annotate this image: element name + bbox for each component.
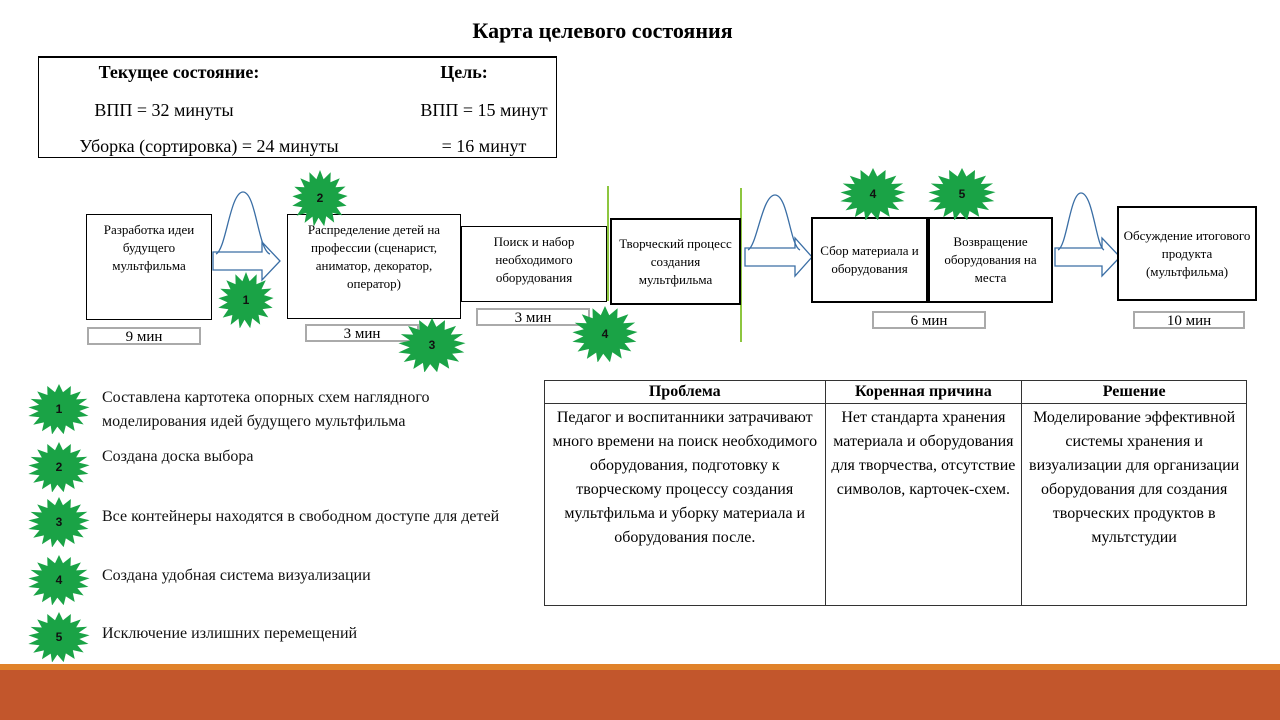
process-step-idea: Разработка идеи будущего мультфильма — [86, 214, 212, 320]
table-header-solution: Решение — [1021, 380, 1247, 404]
legend-item-text: Создана доска выбора — [102, 448, 254, 465]
improvement-star-icon: 5 — [928, 168, 996, 221]
flow-arrows — [212, 191, 1121, 282]
goal-vpp: ВПП = 15 минут — [420, 100, 548, 120]
process-step-search: Поиск и набор необходимого оборудования — [461, 226, 607, 302]
footer-accent-line — [0, 664, 1280, 670]
process-step-label: Поиск и набор необходимого оборудования — [493, 234, 575, 285]
state-summary-box: Текущее состояние: Цель: ВПП = 32 минуты… — [38, 56, 557, 158]
footer-bar — [0, 670, 1280, 720]
wait-curve-icon — [747, 194, 801, 251]
current-vpp: ВПП = 32 минуты — [94, 100, 234, 120]
improvement-star-icon: 3 — [398, 318, 466, 373]
legend-item-text: Все контейнеры находятся в свободном дос… — [102, 508, 500, 525]
legend-item-text: Составлена картотека опорных схем нагляд… — [102, 389, 430, 430]
page-title: Карта целевого состояния — [472, 18, 733, 43]
improvement-star-icon: 1 — [218, 272, 274, 329]
process-step-return: Возвращение оборудования на места — [928, 217, 1053, 303]
wait-curve-icon — [215, 191, 271, 255]
push-arrow-icon — [212, 240, 281, 282]
push-arrow-icon — [744, 236, 813, 278]
wait-curve-icon — [1057, 192, 1105, 251]
legend-star-icon: 1 — [28, 384, 90, 435]
divider-line — [607, 186, 609, 301]
solution-cell: Моделирование эффективной системы хранен… — [1021, 403, 1247, 606]
legend-star-icon: 4 — [28, 555, 90, 606]
table-header-cause: Коренная причина — [824, 380, 1023, 404]
legend-star-icon: 3 — [28, 497, 90, 548]
improvement-star-icon: 4 — [572, 306, 638, 363]
table-header-problem: Проблема — [544, 380, 826, 404]
process-step-label: Распределение детей на профессии (сценар… — [307, 222, 441, 291]
goal-cleanup: = 16 минут — [441, 136, 527, 156]
process-step-label: Разработка идеи будущего мультфильма — [103, 222, 195, 273]
time-label: 3 мин — [476, 308, 590, 326]
process-step-discussion: Обсуждение итогового продукта (мультфиль… — [1117, 206, 1257, 301]
process-step-label: Обсуждение итогового продукта (мультфиль… — [1123, 227, 1251, 279]
process-step-label: Сбор материала и оборудования — [820, 243, 919, 276]
improvement-star-icon: 2 — [292, 170, 348, 227]
process-step-label: Творческий процесс создания мультфильма — [619, 235, 732, 287]
table-row: Педагог и воспитанники затрачивают много… — [544, 403, 1247, 606]
problem-cell: Педагог и воспитанники затрачивают много… — [544, 403, 826, 606]
process-step-collect: Сбор материала и оборудования — [811, 217, 928, 303]
push-arrow-icon — [1054, 236, 1121, 278]
legend-item-text: Создана удобная система визуализации — [102, 567, 371, 584]
time-label: 10 мин — [1133, 311, 1245, 329]
process-step-label: Возвращение оборудования на места — [944, 234, 1037, 285]
current-state-header: Текущее состояние: — [98, 62, 260, 82]
time-label: 6 мин — [872, 311, 986, 329]
root-cause-table: Проблема Коренная причина Решение Педаго… — [544, 380, 1247, 606]
current-cleanup: Уборка (сортировка) = 24 минуты — [79, 136, 339, 156]
legend-star-icon: 5 — [28, 612, 90, 663]
legend-item-text: Исключение излишних перемещений — [102, 625, 358, 642]
improvement-star-icon: 4 — [840, 168, 906, 221]
time-label: 9 мин — [87, 327, 201, 345]
legend-star-icon: 2 — [28, 442, 90, 493]
table-header-row: Проблема Коренная причина Решение — [544, 380, 1247, 404]
cause-cell: Нет стандарта хранения материала и обору… — [824, 403, 1023, 606]
goal-header: Цель: — [440, 62, 488, 82]
divider-line — [740, 188, 742, 342]
process-step-creative: Творческий процесс создания мультфильма — [610, 218, 741, 305]
process-step-roles: Распределение детей на профессии (сценар… — [287, 214, 461, 319]
